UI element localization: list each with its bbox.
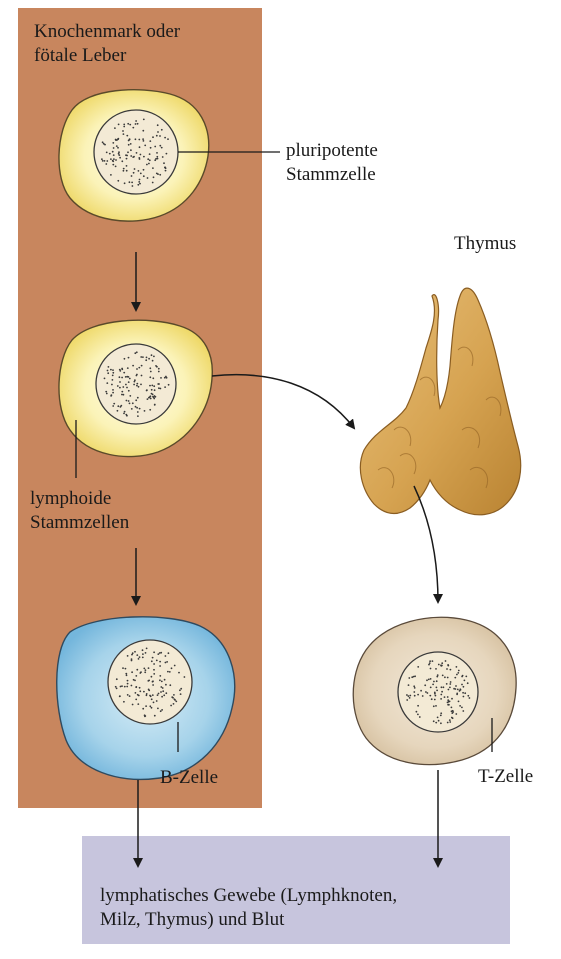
lymphoid-stem-cells-label: lymphoide Stammzellen (30, 487, 129, 535)
pluripotent-label-line-2: Stammzelle (286, 163, 378, 187)
pluripotent-stem-cell-label: pluripotente Stammzelle (286, 139, 378, 187)
bone-marrow-label: Knochenmark oder fötale Leber (34, 20, 180, 68)
pluripotent-label-line-1: pluripotente (286, 139, 378, 163)
b-cell-label: B-Zelle (160, 766, 218, 790)
lymphoid-label-line-1: lymphoide (30, 487, 129, 511)
thymus-label: Thymus (454, 232, 516, 256)
nucleus (108, 640, 192, 724)
nucleus (96, 344, 176, 424)
b-cell-label-text: B-Zelle (160, 766, 218, 790)
arrow-thymus-to-t-cell (414, 486, 438, 602)
thymus-label-text: Thymus (454, 232, 516, 256)
t-cell-label-text: T-Zelle (478, 765, 533, 789)
lymphoid-label-line-2: Stammzellen (30, 511, 129, 535)
bone-marrow-label-line-1: Knochenmark oder (34, 20, 180, 44)
nucleus (398, 652, 478, 732)
thymus-organ (360, 288, 520, 515)
output-label-line-1: lymphatisches Gewebe (Lymphknoten, (100, 884, 397, 908)
bone-marrow-label-line-2: fötale Leber (34, 44, 180, 68)
output-label: lymphatisches Gewebe (Lymphknoten, Milz,… (100, 884, 397, 932)
output-label-line-2: Milz, Thymus) und Blut (100, 908, 397, 932)
t-cell-label: T-Zelle (478, 765, 533, 789)
